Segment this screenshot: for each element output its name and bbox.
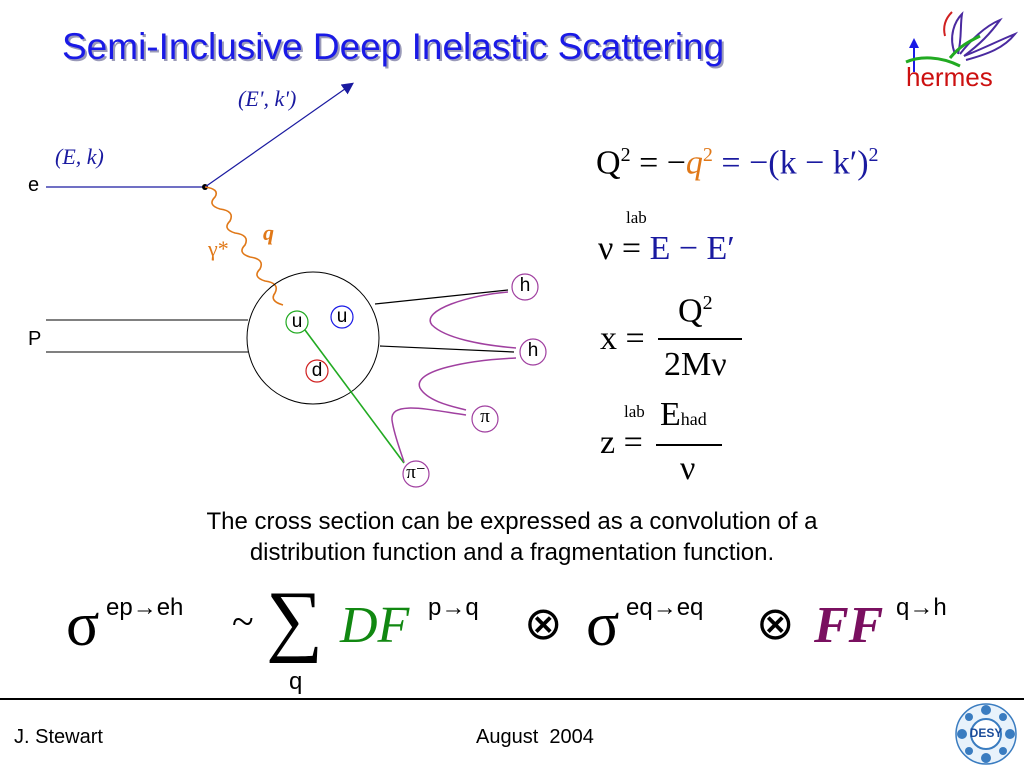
- quark-d-circle: [305, 359, 329, 383]
- q2-q-sup: 2: [702, 144, 713, 166]
- q2-rhs-sup: 2: [868, 144, 879, 166]
- hadron-line-2: [379, 345, 515, 353]
- hadron-line-1: [374, 289, 509, 305]
- fragmentation-curve-2: [418, 357, 517, 411]
- formula-sigma-2: σ: [586, 591, 620, 659]
- hermes-logo-graphic: [905, 11, 1019, 72]
- x-num-sup: 2: [702, 292, 713, 314]
- formula-sum: ∑: [266, 576, 324, 664]
- formula-otimes-1: ⊗: [524, 598, 563, 649]
- nu-rhs: E − E′: [649, 230, 735, 267]
- quark-u2-circle: [330, 305, 354, 329]
- x-lhs: x =: [600, 320, 645, 357]
- q2-q: q: [685, 144, 703, 182]
- outgoing-momentum-label: (E', k'): [238, 86, 297, 111]
- x-numerator: Q2: [678, 292, 713, 330]
- electron-label: e: [28, 174, 40, 196]
- z-num: E: [660, 396, 681, 433]
- formula-df-sup: p→q: [428, 594, 479, 621]
- z-numerator: Ehad: [660, 396, 707, 434]
- formula-sigma-1: σ: [66, 591, 100, 659]
- x-fraction-bar: [658, 338, 742, 340]
- q2-lhs-sup: 2: [620, 144, 631, 166]
- z-lhs: z =: [600, 424, 643, 461]
- hadron-h2-label: h: [527, 340, 539, 361]
- caption-line-2: distribution function and a fragmentatio…: [249, 539, 775, 566]
- z-num-sub: had: [680, 409, 707, 429]
- hermes-logo-text: hermes: [906, 62, 993, 92]
- fragmentation-curve-3: [391, 407, 467, 463]
- hadron-h2-circle: [519, 338, 547, 366]
- hermes-logo: hermes: [900, 6, 1020, 96]
- desy-logo: DESY: [954, 702, 1018, 766]
- desy-logo-text: DESY: [969, 726, 1003, 740]
- fragmentation-curve-1: [429, 291, 517, 349]
- quark-u1-circle: [285, 310, 309, 334]
- hadron-pi-circle: [471, 405, 499, 433]
- hadron-h1-circle: [511, 273, 539, 301]
- nu-lab-note: lab: [626, 208, 647, 227]
- formula-tilde: ~: [232, 599, 254, 644]
- z-denominator: ν: [680, 450, 696, 487]
- virtual-photon-line: [204, 186, 284, 306]
- incoming-momentum-label: (E, k): [55, 144, 104, 169]
- proton-circle: [246, 271, 380, 405]
- footer-divider: [0, 698, 1024, 700]
- formula-ff: FF: [814, 597, 884, 654]
- quark-u1-label: u: [291, 311, 303, 332]
- q-label: q: [263, 220, 274, 245]
- hadron-h1-label: h: [519, 275, 531, 296]
- photon-label: γ*: [208, 236, 229, 261]
- equation-q2: Q2 = −q2 = −(k − k′)2: [596, 144, 879, 182]
- hadron-pim-circle: [402, 460, 430, 488]
- q2-lhs: Q: [596, 144, 621, 182]
- x-num: Q: [678, 292, 703, 330]
- formula-sup-2: eq→eq: [626, 594, 704, 621]
- caption-line-1: The cross section can be expressed as a …: [206, 508, 818, 535]
- desy-logo-graphic: [955, 703, 1017, 765]
- hadron-pi-label: π: [480, 406, 490, 427]
- formula-sup-1: ep→eh: [106, 594, 184, 621]
- x-denominator: 2Mν: [664, 346, 727, 383]
- sidis-diagram: [46, 82, 547, 488]
- outgoing-electron-arrow: [204, 82, 354, 188]
- hadron-pim-label: π⁻: [406, 462, 426, 483]
- nu-lhs: ν =: [598, 230, 642, 267]
- footer-date: August 2004: [476, 726, 594, 748]
- q2-rhs: = −(k − k′): [721, 144, 869, 182]
- formula-df: DF: [340, 597, 410, 654]
- formula-ff-sup: q→h: [896, 594, 947, 621]
- z-fraction-bar: [656, 444, 722, 446]
- caption: The cross section can be expressed as a …: [0, 506, 1024, 568]
- formula-otimes-2: ⊗: [756, 598, 795, 649]
- formula-sum-sub: q: [289, 668, 303, 695]
- q2-mid: = −: [639, 144, 686, 182]
- equation-nu: ν = E − E′: [598, 230, 735, 268]
- z-lab-note: lab: [624, 402, 645, 421]
- quark-d-label: d: [311, 360, 323, 381]
- footer-author: J. Stewart: [14, 726, 103, 748]
- page-title: Semi-Inclusive Deep Inelastic Scattering: [62, 26, 725, 67]
- quark-u2-label: u: [336, 306, 348, 327]
- struck-quark-line: [301, 325, 405, 464]
- proton-label: P: [28, 328, 42, 350]
